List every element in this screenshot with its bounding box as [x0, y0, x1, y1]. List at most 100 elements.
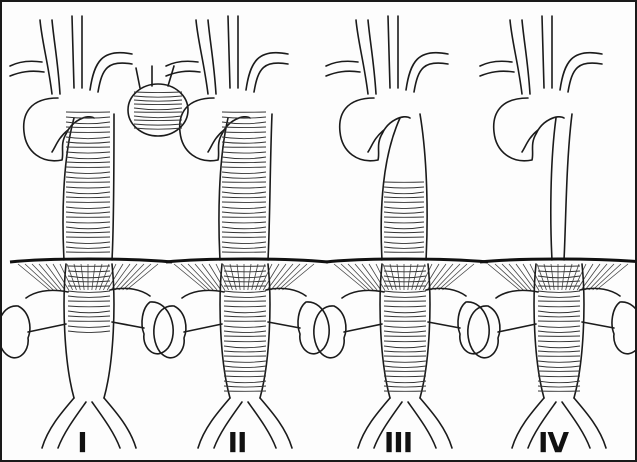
aneurysm-hatching — [222, 172, 266, 174]
descending-aorta — [112, 114, 114, 260]
descending-aorta — [381, 118, 400, 260]
aneurysm-hatching — [66, 137, 110, 139]
aneurysm-hatching — [538, 376, 580, 377]
panel-label-1: I — [52, 426, 112, 459]
aneurysm-hatching — [222, 187, 266, 188]
branch-vessel — [246, 53, 288, 92]
aneurysm-hatching — [384, 326, 426, 327]
aneurysm-hatching — [66, 197, 110, 198]
aneurysm-hatching — [384, 351, 426, 352]
aneurysm-hatching — [66, 212, 110, 213]
aneurysm-hatching — [68, 296, 110, 297]
aneurysm-hatching — [224, 331, 266, 333]
aneurysm-hatching — [384, 291, 426, 292]
aneurysm-hatching — [222, 197, 266, 198]
aorta-panel-1 — [2, 16, 173, 448]
aneurysm-hatching — [66, 172, 110, 174]
aneurysm-hatching — [66, 142, 110, 143]
branch-vessel — [388, 16, 398, 88]
branch-vessel — [90, 53, 132, 92]
aneurysm-hatching — [224, 306, 266, 307]
diaphragm — [480, 259, 635, 262]
aneurysm-hatching — [384, 296, 426, 297]
aneurysm-hatching — [66, 127, 110, 128]
diaphragm-fibers — [115, 264, 137, 290]
aneurysm-hatching — [224, 316, 266, 317]
aneurysm-hatching — [222, 247, 266, 248]
aneurysm-hatching — [134, 92, 182, 93]
aneurysm-hatching — [222, 212, 266, 213]
aneurysm-hatching — [384, 232, 424, 233]
aneurysm-hatching — [538, 351, 580, 352]
aneurysm-hatching — [66, 162, 110, 163]
aneurysm-hatching — [538, 331, 580, 333]
aneurysm-hatching — [384, 366, 426, 368]
aneurysm-hatching — [538, 316, 580, 317]
aneurysm-hatching — [222, 242, 266, 244]
aneurysm-hatching — [538, 386, 580, 387]
aneurysm-hatching — [66, 157, 110, 159]
aneurysm-hatching — [134, 128, 182, 129]
aneurysm-hatching — [222, 207, 266, 209]
aneurysm-hatching — [384, 212, 424, 213]
descending-aorta — [564, 114, 572, 260]
aneurysm-hatching — [134, 124, 182, 125]
branch-vessel — [560, 53, 602, 92]
aneurysm-hatching — [384, 306, 426, 307]
aortic-arch — [180, 98, 250, 161]
aneurysm-hatching — [224, 281, 266, 282]
aneurysm-hatching — [538, 291, 580, 292]
aneurysm-hatching — [384, 316, 426, 317]
aneurysm-hatching — [68, 331, 110, 333]
aneurysm-hatching — [538, 281, 580, 282]
aneurysm-hatching — [384, 281, 426, 282]
aneurysm-hatching — [224, 361, 266, 362]
aneurysm-hatching — [68, 291, 110, 292]
left-kidney — [468, 306, 500, 358]
diaphragm-fibers — [431, 264, 453, 290]
aneurysm-hatching — [384, 376, 426, 377]
aorta-panel-4 — [468, 16, 635, 448]
aneurysm-hatching — [224, 386, 266, 387]
aneurysm-hatching — [224, 296, 266, 297]
left-kidney — [2, 306, 30, 358]
aneurysm-hatching — [134, 120, 182, 121]
aneurysm-hatching — [538, 326, 580, 327]
aneurysm-hatching — [384, 247, 424, 248]
aneurysm-hatching — [384, 331, 426, 333]
branch-vessel — [542, 16, 552, 88]
aneurysm-hatching — [66, 242, 110, 244]
aneurysm-hatching — [66, 222, 110, 223]
aneurysm-hatching — [68, 271, 110, 272]
branch-vessel — [480, 61, 514, 76]
aneurysm-hatching — [222, 162, 266, 163]
aneurysm-hatching — [384, 361, 426, 362]
descending-aorta — [63, 118, 74, 260]
panel-label-2: II — [207, 426, 267, 459]
aneurysm-hatching — [224, 381, 266, 383]
aneurysm-hatching — [384, 197, 424, 198]
branch-vessel — [406, 53, 448, 92]
aneurysm-hatching — [134, 96, 182, 97]
aneurysm-hatching — [224, 366, 266, 368]
aneurysm-hatching — [66, 227, 110, 229]
aneurysm-hatching — [538, 346, 580, 348]
aneurysm-hatching — [384, 271, 426, 272]
aneurysm-hatching — [384, 381, 426, 383]
aneurysm-hatching — [222, 232, 266, 233]
aneurysm-hatching — [222, 142, 266, 143]
aneurysm-hatching — [222, 227, 266, 229]
aneurysm-hatching — [66, 187, 110, 188]
aneurysm-hatching — [68, 281, 110, 282]
aneurysm-hatching — [224, 291, 266, 292]
branch-vessel — [356, 20, 376, 94]
branch-vessel — [228, 16, 238, 88]
diaphragm — [166, 259, 328, 262]
diaphragm-fibers — [509, 264, 531, 290]
aneurysm-hatching — [68, 306, 110, 307]
aneurysm-hatching — [224, 346, 266, 348]
diaphragm — [326, 259, 488, 262]
aortic-arch — [24, 98, 94, 161]
aneurysm-hatching — [538, 311, 580, 313]
aneurysm-hatching — [384, 341, 426, 342]
